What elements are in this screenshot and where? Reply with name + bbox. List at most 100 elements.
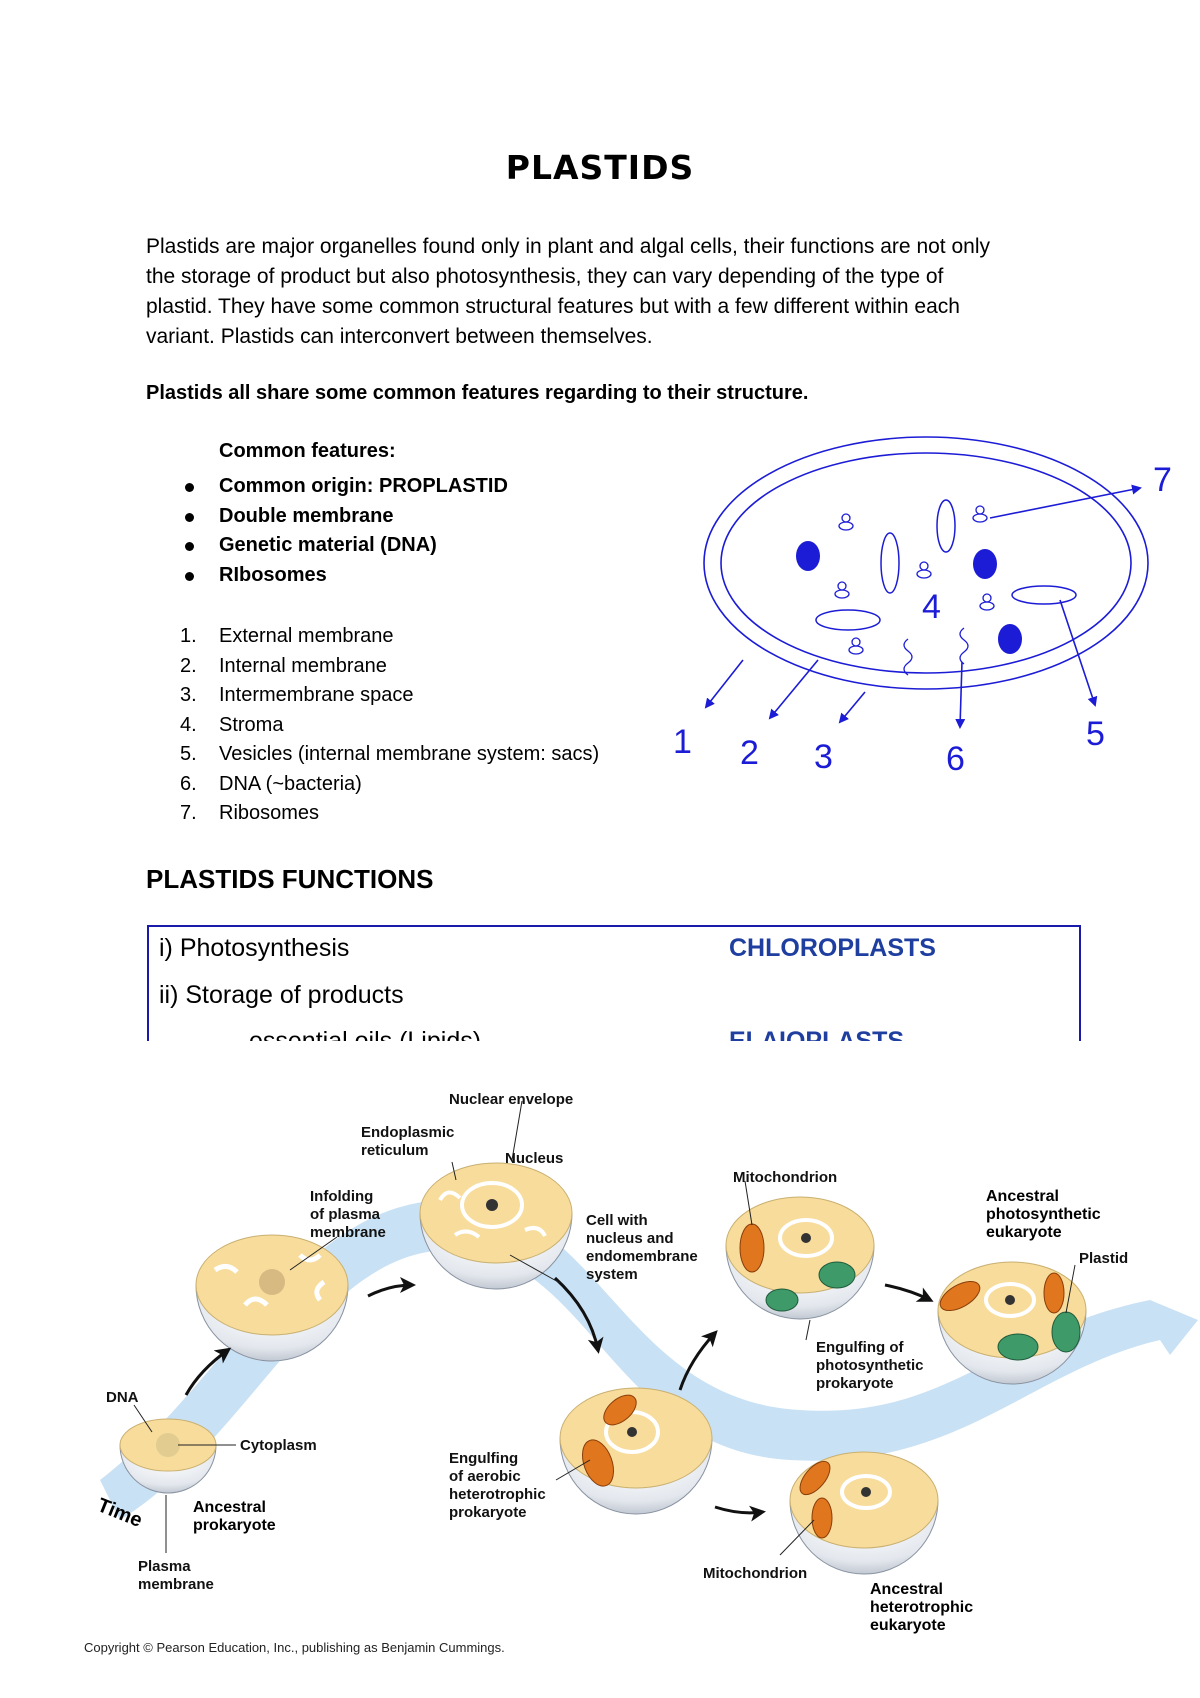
endoplasmic-label-1: Endoplasmic — [361, 1124, 454, 1141]
list-item: 7. Ribosomes — [180, 799, 599, 829]
label-5: 5 — [1086, 715, 1105, 753]
list-item: RIbosomes — [180, 561, 508, 591]
intro-line: variant. Plastids can interconvert betwe… — [146, 325, 653, 348]
part-label: Stroma — [219, 713, 284, 736]
cell-with-label-3: endomembrane — [586, 1248, 698, 1265]
list-item: Double membrane — [180, 502, 508, 532]
engulfing-photosynthetic-label-2: photosynthetic — [816, 1357, 924, 1374]
list-item: 2. Internal membrane — [180, 652, 599, 682]
engulfing-aerobic-label-4: prokaryote — [449, 1504, 527, 1521]
part-number: 6. — [180, 772, 197, 795]
label-4: 4 — [922, 588, 941, 626]
part-number: 3. — [180, 684, 197, 706]
crop-separator — [0, 1042, 1200, 1048]
diagram-labels: Nuclear envelope Endoplasmic reticulum N… — [94, 1091, 1128, 1634]
nucleated-cell — [419, 1162, 573, 1290]
function-label: i) Photosynthesis — [159, 934, 350, 962]
feature-text: Genetic material (DNA) — [219, 534, 437, 556]
cell-with-label-2: nucleus and — [586, 1230, 674, 1247]
infolding-label-1: Infolding — [310, 1188, 373, 1205]
engulfing-photosynthetic-label-3: prokaryote — [816, 1375, 894, 1392]
label-2: 2 — [740, 734, 759, 772]
ancestral-prokaryote-cell — [119, 1418, 217, 1494]
part-label: DNA (~bacteria) — [219, 772, 362, 795]
time-band — [100, 1200, 1198, 1520]
endosymbiosis-diagram: Nuclear envelope Endoplasmic reticulum N… — [94, 1091, 1198, 1634]
cell-with-label-4: system — [586, 1266, 638, 1283]
plastid-parts-list: 1.External membrane 2.Internal membrane … — [180, 622, 599, 829]
list-item: Genetic material (DNA) — [180, 531, 508, 561]
heterotrophic-eukaryote-cell — [789, 1451, 939, 1575]
nuclear-envelope-label: Nuclear envelope — [449, 1091, 573, 1108]
intro-paragraph: Plastids are major organelles found only… — [146, 232, 1076, 352]
feature-text: RIbosomes — [219, 563, 327, 586]
ancestral-photosynthetic-label-3: eukaryote — [986, 1224, 1062, 1241]
plastid-label: Plastid — [1079, 1250, 1128, 1267]
part-number: 1. — [180, 625, 197, 647]
internal-membrane — [720, 452, 1132, 674]
label-3: 3 — [814, 738, 833, 776]
part-label: Intermembrane space — [219, 684, 414, 706]
process-arrows — [184, 1276, 934, 1522]
intro-line: plastid. They have some common structura… — [146, 295, 960, 318]
part-number: 2. — [180, 654, 197, 677]
vesicle — [815, 609, 881, 631]
ancestral-heterotrophic-label-3: eukaryote — [870, 1617, 946, 1634]
common-features-list: Common origin: PROPLASTID Double membran… — [180, 472, 508, 590]
engulfing-aerobic-label-2: of aerobic — [449, 1468, 521, 1485]
plastid-type: ELAIOPLASTS — [729, 1027, 905, 1041]
plastid-type: CHLOROPLASTS — [729, 934, 936, 962]
intro-line: the storage of product but also photosyn… — [146, 265, 944, 288]
nucleus-label: Nucleus — [505, 1150, 563, 1167]
engulfing-aerobic-cell — [559, 1387, 713, 1515]
list-item: 6. DNA (~bacteria) — [180, 770, 599, 800]
label-1: 1 — [673, 723, 692, 761]
part-number: 4. — [180, 713, 197, 736]
ribosomes — [834, 505, 995, 676]
ancestral-heterotrophic-label-1: Ancestral — [870, 1581, 943, 1598]
endoplasmic-label-2: reticulum — [361, 1142, 429, 1159]
part-label: External membrane — [219, 625, 394, 647]
function-label: essential oils (Lipids) — [249, 1027, 482, 1041]
ancestral-prokaryote-label-1: Ancestral — [193, 1499, 266, 1516]
infolding-label-2: of plasma — [310, 1206, 381, 1223]
leader-lines — [133, 1100, 1076, 1556]
ancestral-photosynthetic-label-1: Ancestral — [986, 1188, 1059, 1205]
engulfing-photosynthetic-label-1: Engulfing of — [816, 1339, 904, 1356]
mitochondrion-cell — [725, 1196, 875, 1320]
ancestral-prokaryote-label-2: prokaryote — [193, 1517, 276, 1534]
dna-blob — [796, 541, 820, 571]
list-item: Common origin: PROPLASTID — [180, 472, 508, 502]
mitochondrion-top-label: Mitochondrion — [733, 1169, 837, 1186]
dna-blob — [973, 549, 997, 579]
infolding-label-3: membrane — [310, 1224, 386, 1241]
ancestral-heterotrophic-label-2: heterotrophic — [870, 1599, 973, 1616]
list-item: 1. External membrane — [180, 622, 599, 652]
list-item: 3. Intermembrane space — [180, 681, 599, 711]
page-title: PLASTIDS — [505, 148, 695, 187]
dna-label: DNA — [106, 1389, 139, 1406]
vesicle — [1011, 585, 1077, 605]
vesicle — [936, 499, 956, 553]
functions-table: i) Photosynthesis CHLOROPLASTS ii) Stora… — [147, 925, 1081, 1041]
cell-with-label-1: Cell with — [586, 1212, 648, 1229]
functions-heading: PLASTIDS FUNCTIONS — [146, 864, 434, 894]
vesicle — [880, 532, 900, 594]
part-label: Internal membrane — [219, 654, 387, 677]
infolding-cell — [195, 1234, 349, 1362]
part-number: 7. — [180, 802, 197, 824]
part-label: Vesicles (internal membrane system: sacs… — [219, 743, 600, 765]
engulfing-aerobic-label-1: Engulfing — [449, 1450, 518, 1467]
label-7: 7 — [1153, 461, 1172, 499]
part-label: Ribosomes — [219, 802, 320, 824]
external-membrane — [703, 436, 1149, 690]
feature-text: Double membrane — [219, 504, 394, 527]
list-item: 5.Vesicles (internal membrane system: sa… — [180, 740, 599, 770]
plastid-structure-diagram: 1 2 3 4 5 6 7 — [673, 436, 1172, 778]
common-features-heading: Common features: — [219, 440, 396, 462]
feature-text: Common origin: — [219, 475, 379, 497]
intro-line: Plastids are major organelles found only… — [146, 235, 990, 258]
mitochondrion-bottom-label: Mitochondrion — [703, 1565, 807, 1582]
cytoplasm-label: Cytoplasm — [240, 1437, 317, 1454]
shared-features-statement: Plastids all share some common features … — [146, 382, 809, 404]
